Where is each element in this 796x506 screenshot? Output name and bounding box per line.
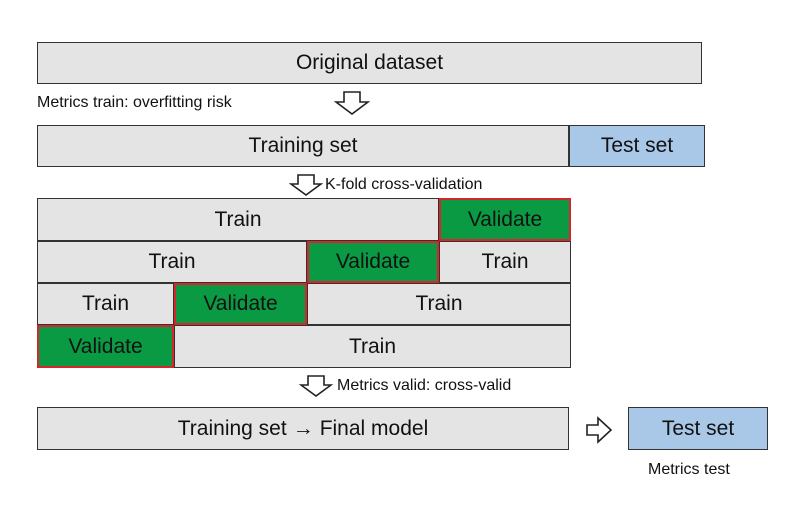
original-dataset-box: Original dataset: [37, 42, 702, 84]
final-training-set-label: Training set: [177, 416, 287, 440]
fold-train-cell: Train: [37, 198, 439, 241]
right-arrow-icon: [586, 416, 613, 444]
fold-validate-cell: Validate: [174, 283, 307, 325]
right-arrow-icon: →: [292, 416, 314, 440]
fold-train-label: Train: [81, 292, 130, 315]
fold-validate-label: Validate: [68, 334, 143, 358]
fold-train-cell: Train: [37, 241, 307, 283]
fold-train-label: Train: [348, 334, 397, 358]
test-set-label: Test set: [600, 134, 674, 157]
original-dataset-label: Original dataset: [295, 51, 444, 74]
fold-train-cell: Train: [174, 325, 571, 368]
fold-train-cell: Train: [37, 283, 174, 325]
fold-train-label: Train: [148, 250, 196, 273]
metrics-test-label: Metrics test: [648, 461, 730, 478]
metrics-valid-label: Metrics valid: cross-valid: [337, 377, 512, 394]
fold-validate-label: Validate: [203, 292, 278, 315]
fold-validate-cell: Validate: [439, 198, 571, 241]
fold-train-label: Train: [481, 250, 529, 273]
fold-train-cell: Train: [439, 241, 571, 283]
kfold-label: K-fold cross-validation: [325, 176, 483, 193]
fold-train-label: Train: [214, 207, 262, 231]
fold-validate-label: Validate: [335, 250, 411, 273]
final-test-set-box: Test set: [628, 407, 768, 450]
final-model-box: Training set → Final model: [37, 407, 569, 450]
final-test-set-label: Test set: [661, 416, 735, 440]
metrics-train-label: Metrics train: overfitting risk: [37, 94, 232, 111]
down-arrow-icon: [289, 174, 323, 196]
fold-validate-label: Validate: [467, 207, 543, 231]
fold-validate-cell: Validate: [307, 241, 439, 283]
training-set-label: Training set: [248, 134, 358, 157]
fold-train-cell: Train: [307, 283, 571, 325]
down-arrow-icon: [299, 375, 333, 397]
down-arrow-icon: [334, 91, 370, 115]
training-set-box: Training set: [37, 125, 569, 167]
test-set-box: Test set: [569, 125, 705, 167]
final-model-label: Final model: [319, 416, 429, 440]
fold-train-label: Train: [415, 292, 463, 315]
fold-validate-cell: Validate: [37, 325, 174, 368]
